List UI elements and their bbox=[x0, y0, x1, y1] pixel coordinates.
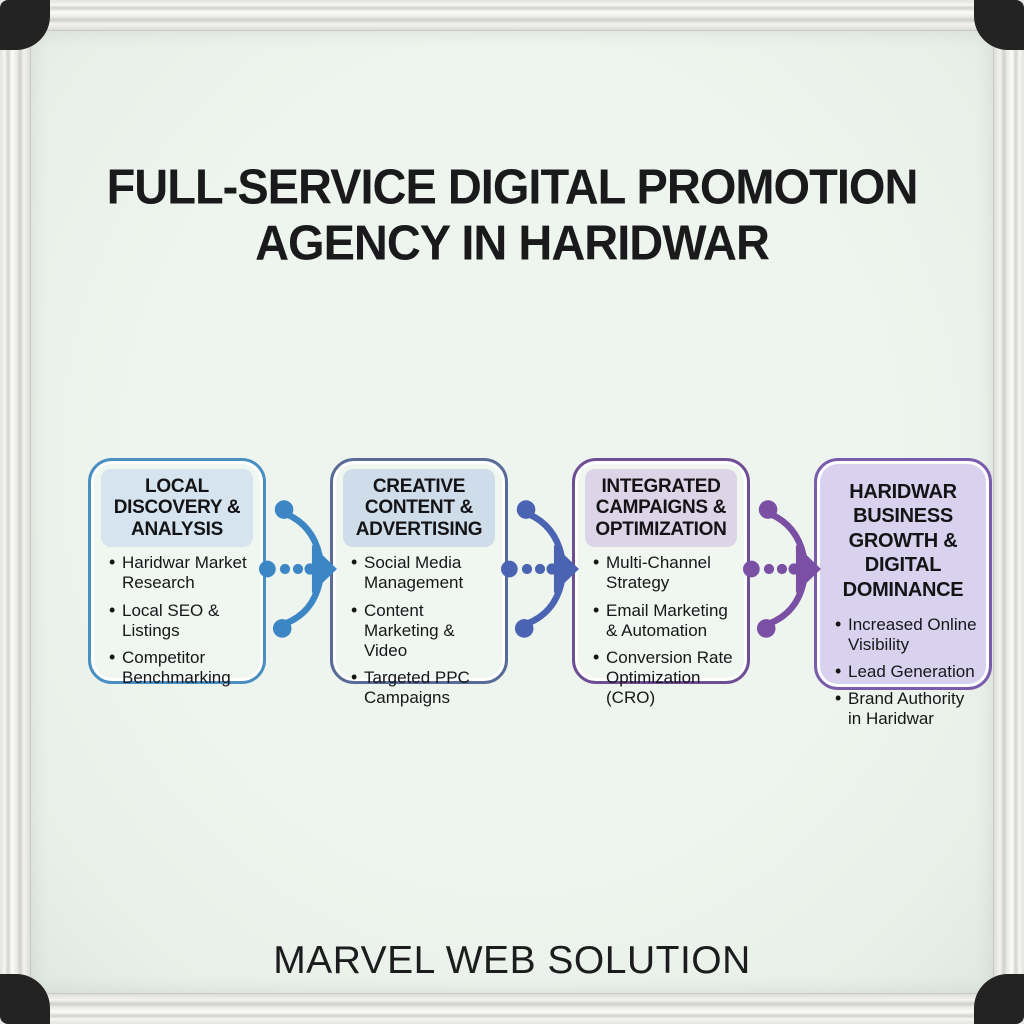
whiteboard-frame-top bbox=[0, 0, 1024, 30]
bullet-item: Content Marketing & Video bbox=[351, 599, 497, 661]
bullet-item: Email Marketing & Automation bbox=[593, 599, 739, 641]
whiteboard-surface: FULL-SERVICE DIGITAL PROMOTION AGENCY IN… bbox=[30, 30, 994, 994]
stage-business-growth: HARIDWAR BUSINESS GROWTH & DIGITAL DOMIN… bbox=[814, 458, 992, 728]
whiteboard-frame-bottom bbox=[0, 994, 1024, 1024]
stage-title: INTEGRATED CAMPAIGNS & OPTIMIZATION bbox=[585, 469, 737, 548]
whiteboard-frame-left bbox=[0, 0, 30, 1024]
stage-creative-content: CREATIVE CONTENT & ADVERTISING Social Me… bbox=[330, 458, 508, 707]
stage-title: CREATIVE CONTENT & ADVERTISING bbox=[343, 469, 495, 548]
flow-arrow-icon bbox=[743, 500, 821, 638]
stage-integrated-campaigns: INTEGRATED CAMPAIGNS & OPTIMIZATION Mult… bbox=[572, 458, 750, 707]
stage-bullet-list: Increased Online Visibility Lead Generat… bbox=[823, 614, 983, 729]
bullet-item: Targeted PPC Campaigns bbox=[351, 667, 497, 708]
bullet-item: Lead Generation bbox=[835, 661, 981, 682]
bullet-item: Competitor Benchmarking bbox=[109, 647, 255, 688]
bullet-item: Multi-Channel Strategy bbox=[593, 552, 739, 593]
bullet-item: Increased Online Visibility bbox=[835, 614, 981, 655]
stage-title: HARIDWAR BUSINESS GROWTH & DIGITAL DOMIN… bbox=[842, 481, 964, 601]
bullet-item: Brand Authority in Haridwar bbox=[835, 688, 981, 729]
stage-bullet-list: Multi-Channel Strategy Email Marketing &… bbox=[581, 552, 741, 708]
stage-bullet-list: Haridwar Market Research Local SEO & Lis… bbox=[97, 552, 257, 688]
page-title-line1: FULL-SERVICE DIGITAL PROMOTION bbox=[106, 158, 919, 214]
whiteboard-frame-right bbox=[994, 0, 1024, 1024]
stage-title: LOCAL DISCOVERY & ANALYSIS bbox=[101, 469, 253, 548]
page-title-line2: AGENCY IN HARIDWAR bbox=[255, 214, 770, 270]
bullet-item: Conversion Rate Optimization (CRO) bbox=[593, 647, 739, 708]
stage-local-discovery: LOCAL DISCOVERY & ANALYSIS Haridwar Mark… bbox=[88, 458, 266, 688]
page-title: FULL-SERVICE DIGITAL PROMOTION AGENCY IN… bbox=[31, 159, 993, 270]
flow-arrow-icon bbox=[259, 500, 337, 638]
bullet-item: Local SEO & Listings bbox=[109, 599, 255, 641]
flow-arrow-icon bbox=[501, 500, 579, 638]
stage-bullet-list: Social Media Management Content Marketin… bbox=[339, 552, 499, 708]
process-flow: LOCAL DISCOVERY & ANALYSIS Haridwar Mark… bbox=[88, 458, 994, 728]
bullet-item: Haridwar Market Research bbox=[109, 552, 255, 593]
brand-name: MARVEL WEB SOLUTION bbox=[273, 939, 751, 982]
bullet-item: Social Media Management bbox=[351, 552, 497, 593]
